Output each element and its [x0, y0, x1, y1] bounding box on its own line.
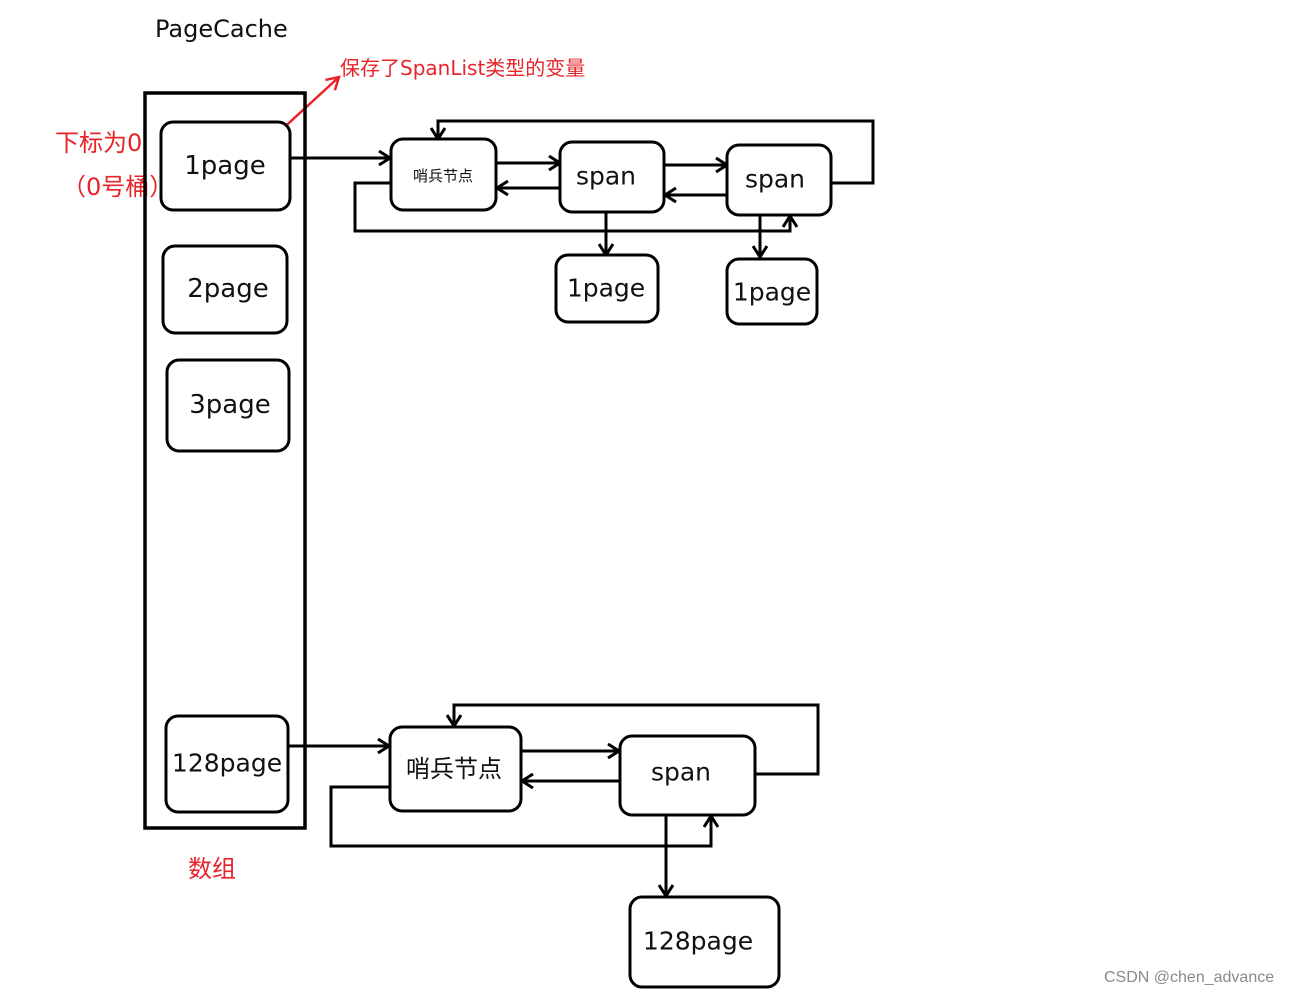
- array-cell-1page: 1page: [159, 120, 292, 212]
- array-cell-2page: 2page: [161, 244, 289, 335]
- arrow-span2-to-sentinel-loop: [438, 119, 875, 185]
- array-cell-label: 2page: [187, 274, 268, 304]
- arrow-span-to-sentinel-loop: [454, 703, 820, 776]
- top-sentinel-node: 哨兵节点: [389, 137, 498, 212]
- top-span-node-2: span: [725, 143, 833, 217]
- span-label: span: [576, 162, 636, 191]
- top-page-node-2: 1page: [725, 257, 819, 326]
- top-page-node-1: 1page: [554, 253, 660, 324]
- bottom-page-node: 128page: [628, 895, 781, 989]
- arrow-sentinel-to-span2-loop: [353, 181, 790, 233]
- index-label-line2: （0号桶）: [62, 173, 173, 201]
- diagram-title: PageCache: [155, 15, 288, 43]
- span-label: span: [651, 758, 711, 787]
- array-label: 数组: [188, 855, 236, 883]
- bottom-sentinel-node: 哨兵节点: [388, 725, 523, 813]
- watermark: CSDN @chen_advance: [1104, 969, 1274, 986]
- page-label: 128page: [643, 927, 753, 956]
- page-label: 1page: [733, 278, 811, 307]
- sentinel-label: 哨兵节点: [413, 167, 473, 185]
- annotation-text: 保存了SpanList类型的变量: [340, 56, 585, 80]
- top-span-node-1: span: [558, 140, 666, 214]
- index-label-line1: 下标为0: [55, 129, 142, 157]
- arrow-sentinel-to-span-loop: [329, 785, 711, 848]
- array-cell-128page: 128page: [164, 714, 290, 814]
- array-cell-label: 128page: [172, 749, 282, 778]
- bottom-span-node: span: [618, 734, 757, 817]
- sentinel-label: 哨兵节点: [406, 755, 502, 783]
- array-cell-label: 3page: [189, 390, 270, 420]
- array-cell-label: 1page: [184, 151, 265, 181]
- array-cell-3page: 3page: [165, 358, 291, 453]
- array-container: [143, 91, 307, 830]
- page-label: 1page: [567, 274, 645, 303]
- span-label: span: [745, 165, 805, 194]
